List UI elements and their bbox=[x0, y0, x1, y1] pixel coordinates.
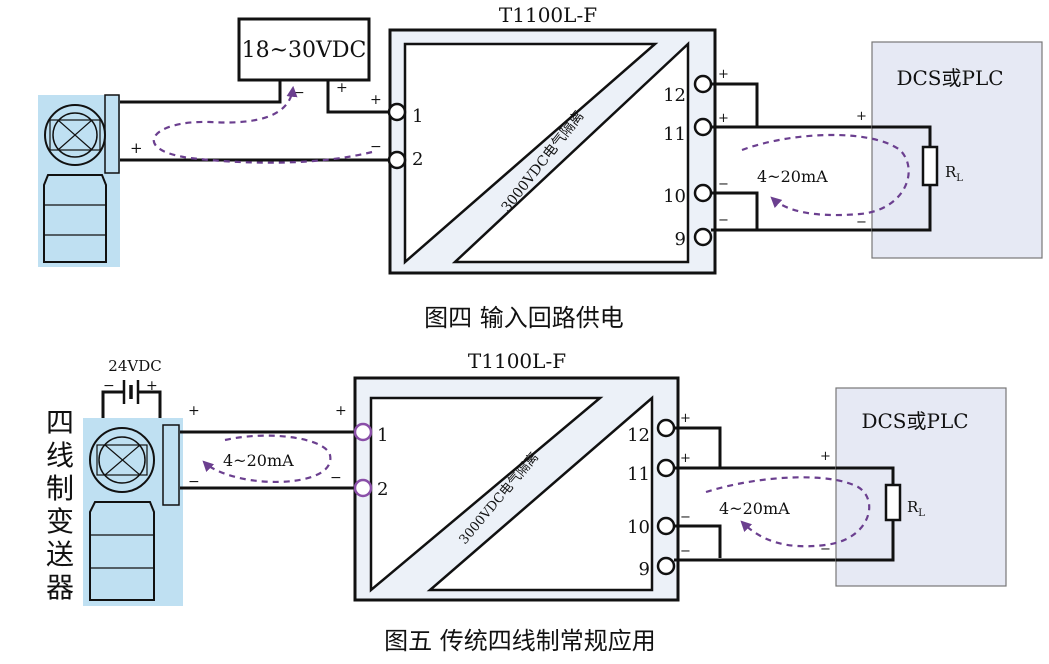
fig5-dcs-minus: − bbox=[820, 542, 831, 557]
fig4-power-supply-box bbox=[237, 17, 371, 82]
fig5-terminal-9-label: 9 bbox=[639, 559, 650, 580]
fig5-dcs-label: DCS或PLC bbox=[861, 409, 968, 433]
fig4-terminal-9[interactable] bbox=[693, 227, 713, 247]
fig5-side-label: 四 线 制 变 送 器 bbox=[46, 406, 74, 604]
fig5-terminal-2-label: 2 bbox=[377, 479, 388, 500]
fig4-t11-plus: + bbox=[718, 111, 729, 126]
figure-5: 四 线 制 变 送 器 24VDC − + bbox=[46, 349, 1007, 655]
fig4-resistor-label: RL bbox=[945, 163, 963, 184]
fig5-battery-icon bbox=[101, 380, 162, 418]
fig5-t2-minus: − bbox=[330, 470, 342, 486]
transmitter-4-icon bbox=[38, 94, 120, 267]
fig5-terminal-11-label: 11 bbox=[627, 464, 650, 485]
fig4-t2-minus: − bbox=[370, 139, 382, 155]
fig5-input-triangle bbox=[369, 396, 604, 593]
fig4-output-triangle bbox=[451, 41, 690, 264]
fig5-resistor bbox=[884, 483, 902, 522]
fig5-t1-plus: + bbox=[335, 403, 347, 419]
fig5-t12-plus: + bbox=[680, 411, 691, 426]
fig5-terminal-12[interactable] bbox=[656, 418, 676, 438]
fig4-loop-current-label: 4~20mA bbox=[757, 167, 828, 186]
fig5-terminal-2[interactable] bbox=[353, 478, 373, 498]
fig5-battery-minus: − bbox=[103, 378, 115, 394]
fig4-terminal-2-label: 2 bbox=[412, 149, 423, 170]
fig5-dcs-plus: + bbox=[820, 449, 831, 464]
fig4-t12-plus: + bbox=[718, 67, 729, 82]
fig4-module-title: T1100L-F bbox=[499, 3, 597, 27]
fig5-output-loop-label: 4~20mA bbox=[719, 499, 790, 518]
fig4-input-loop-arrow bbox=[152, 85, 373, 164]
fig5-battery-label: 24VDC bbox=[108, 357, 161, 375]
fig5-battery-plus: + bbox=[146, 378, 158, 394]
fig5-terminal-12-label: 12 bbox=[627, 425, 650, 446]
fig5-t11-plus: + bbox=[680, 451, 691, 466]
fig4-terminal-11-label: 11 bbox=[663, 124, 686, 145]
fig4-t1-plus: + bbox=[370, 92, 382, 108]
fig4-resistor bbox=[921, 145, 939, 187]
fig5-output-triangle bbox=[426, 395, 654, 592]
svg-text:变: 变 bbox=[46, 505, 74, 538]
fig4-t9-minus: − bbox=[718, 213, 729, 228]
fig4-terminal-10[interactable] bbox=[693, 183, 713, 203]
svg-text:制: 制 bbox=[46, 472, 74, 505]
fig5-resistor-label: RL bbox=[907, 498, 925, 519]
fig4-terminal-2[interactable] bbox=[387, 150, 407, 170]
fig5-terminal-10-label: 10 bbox=[627, 517, 650, 538]
fig4-psu-plus: + bbox=[336, 80, 348, 96]
fig4-terminal-9-label: 9 bbox=[675, 229, 686, 250]
fig4-terminal-1[interactable] bbox=[387, 102, 407, 122]
fig4-transmitter-plus: + bbox=[130, 139, 143, 157]
fig5-terminal-1-label: 1 bbox=[377, 425, 388, 446]
fig4-dcs-box bbox=[871, 41, 1043, 259]
fig4-terminal-11[interactable] bbox=[693, 117, 713, 137]
svg-text:送: 送 bbox=[46, 538, 74, 571]
fig5-transmitter-plus: + bbox=[188, 403, 200, 419]
fig4-terminal-10-label: 10 bbox=[663, 186, 686, 207]
svg-text:线: 线 bbox=[46, 439, 74, 472]
fig4-dcs-label: DCS或PLC bbox=[896, 66, 1003, 90]
fig5-terminal-9[interactable] bbox=[656, 556, 676, 576]
fig4-output-loop-arrow bbox=[741, 133, 910, 217]
fig4-psu-minus: − bbox=[293, 85, 305, 101]
fig4-t10-minus: − bbox=[718, 177, 729, 192]
fig5-t10-minus: − bbox=[680, 510, 691, 525]
fig4-input-triangle bbox=[403, 42, 659, 265]
fig4-dcs-minus: − bbox=[856, 215, 867, 230]
fig5-input-loop-label: 4~20mA bbox=[223, 451, 294, 470]
fig5-output-loop-arrow bbox=[705, 476, 871, 548]
fig5-terminal-10[interactable] bbox=[656, 516, 676, 536]
fig5-terminal-1[interactable] bbox=[353, 422, 373, 442]
svg-text:器: 器 bbox=[46, 571, 74, 604]
fig4-terminal-12[interactable] bbox=[693, 74, 713, 94]
fig4-input-wires bbox=[120, 80, 393, 162]
fig4-terminal-1-label: 1 bbox=[412, 106, 423, 127]
fig5-input-wires bbox=[180, 430, 362, 490]
transmitter-5-icon bbox=[83, 418, 183, 606]
fig5-transmitter-minus: − bbox=[188, 474, 200, 490]
fig4-power-supply-label: 18~30VDC bbox=[242, 38, 367, 63]
fig4-caption: 图四 输入回路供电 bbox=[424, 304, 624, 332]
figure-4: − + 18~30VDC − + + − T1100L-F 3000VDC电气隔… bbox=[38, 3, 1043, 332]
fig5-input-loop-arrow bbox=[202, 434, 332, 483]
fig5-dcs-box bbox=[835, 387, 1007, 587]
fig5-terminal-11[interactable] bbox=[656, 458, 676, 478]
svg-text:四: 四 bbox=[46, 406, 74, 439]
fig5-module-title: T1100L-F bbox=[468, 349, 566, 373]
fig5-t9-minus: − bbox=[680, 544, 691, 559]
fig5-caption: 图五 传统四线制常规应用 bbox=[384, 627, 656, 655]
fig4-dcs-plus: + bbox=[856, 109, 867, 124]
fig4-terminal-12-label: 12 bbox=[663, 85, 686, 106]
